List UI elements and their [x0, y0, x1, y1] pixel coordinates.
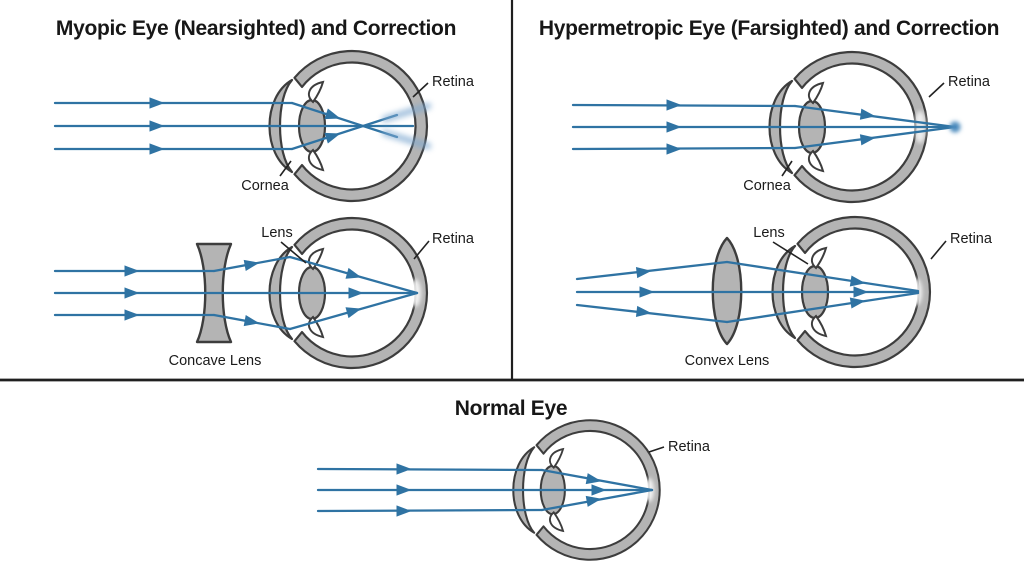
cornea-pointer — [781, 160, 793, 177]
lens-label: Lens — [753, 225, 784, 241]
myopic-title: Myopic Eye (Nearsighted) and Correction — [56, 17, 456, 40]
cornea-label: Cornea — [241, 178, 289, 194]
blurred-focus-streaks — [381, 102, 432, 150]
light-rays — [571, 103, 957, 151]
convex-lens-label: Convex Lens — [685, 353, 770, 369]
normal-title: Normal Eye — [455, 397, 568, 420]
retina-label: Retina — [432, 231, 475, 247]
cornea-label: Cornea — [743, 178, 791, 194]
light-rays — [53, 101, 415, 151]
light-rays — [575, 260, 920, 324]
diagram-hypermetropic-uncorrected: Retina Cornea — [571, 50, 991, 204]
diagram-normal-eye: Retina — [316, 419, 711, 561]
diagram-myopic-corrected: Lens Retina Concave Lens — [53, 216, 475, 370]
hypermetropic-title: Hypermetropic Eye (Farsighted) and Corre… — [539, 17, 999, 40]
cornea-pointer — [279, 160, 292, 177]
retina-pointer — [930, 240, 947, 260]
diagram-hypermetropic-corrected: Lens Retina Convex Lens — [575, 215, 993, 369]
retina-pointer — [648, 446, 665, 453]
blurred-focus-point — [949, 121, 961, 133]
retina-label: Retina — [948, 74, 991, 90]
panel-normal: Normal Eye Retina — [316, 397, 711, 561]
lens-label: Lens — [261, 225, 292, 241]
retina-label: Retina — [432, 74, 475, 90]
retina-label: Retina — [668, 439, 711, 455]
concave-lens-label: Concave Lens — [169, 353, 262, 369]
lens-pointer — [772, 241, 809, 265]
panel-myopic: Myopic Eye (Nearsighted) and Correction — [53, 17, 475, 370]
retina-pointer — [412, 82, 429, 98]
retina-label: Retina — [950, 231, 993, 247]
retina-pointer — [413, 240, 430, 260]
panel-hypermetropic: Hypermetropic Eye (Farsighted) and Corre… — [539, 17, 1000, 369]
diagram-myopic-uncorrected: Retina Cornea — [53, 49, 475, 203]
lens-pointer — [280, 241, 307, 264]
retina-pointer — [928, 82, 945, 98]
